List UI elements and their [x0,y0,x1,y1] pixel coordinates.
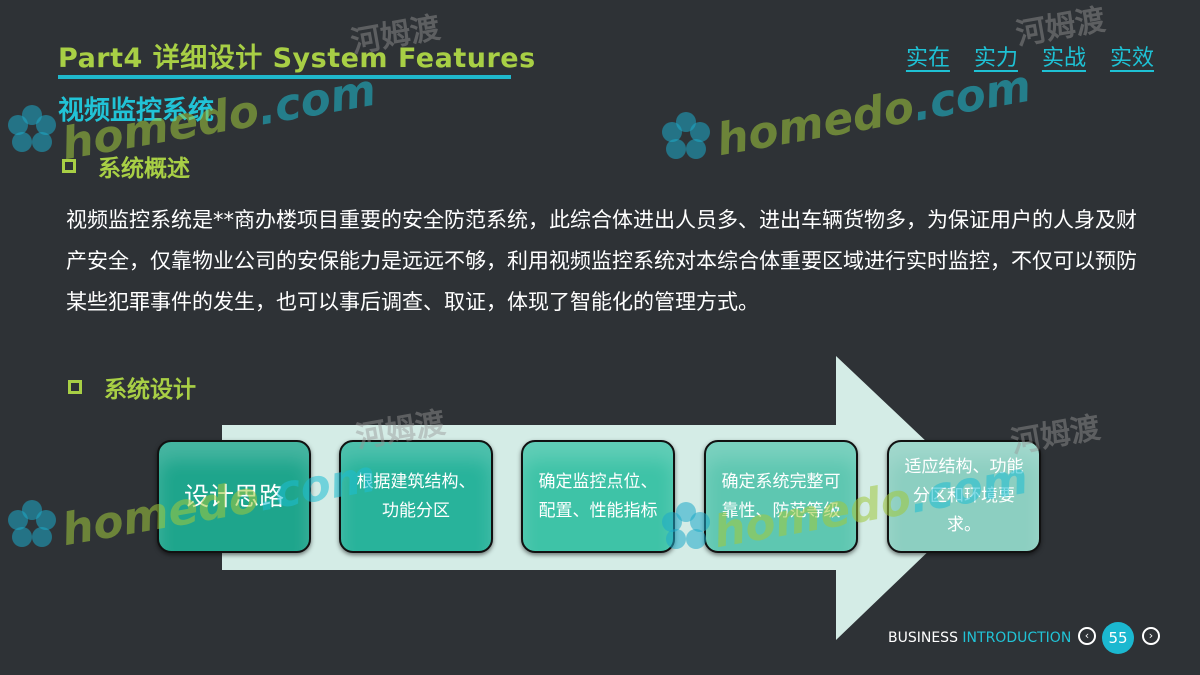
square-bullet-icon [68,380,82,394]
process-step-box: 适应结构、功能分区和环境要求。 [887,440,1041,553]
process-step-box: 设计思路 [157,440,311,553]
page-title: 视频监控系统 [58,96,215,126]
process-step-box: 确定系统完整可靠性、防范等级 [704,440,858,553]
page-number: 55 [1102,622,1134,654]
section-heading-label: 系统设计 [104,377,196,403]
section-heading-label: 系统概述 [98,156,190,182]
title-underline [58,75,511,79]
overview-paragraph: 视频监控系统是**商办楼项目重要的安全防范系统，此综合体进出人员多、进出车辆货物… [66,208,1137,314]
chevron-right-icon[interactable]: › [1142,627,1160,645]
tagline-item[interactable]: 实效 [1109,46,1154,71]
tagline-item[interactable]: 实战 [1041,46,1086,71]
process-step-box: 确定监控点位、配置、性能指标 [521,440,675,553]
part-title: Part4 详细设计 System Features [58,43,536,74]
tagline-item[interactable]: 实力 [973,46,1018,71]
tagline-item[interactable]: 实在 [905,46,950,71]
chevron-left-icon[interactable]: ‹ [1078,627,1096,645]
tagline: 实在 实力 实战 实效 [906,40,1154,72]
section-heading-design: 系统设计 [68,370,196,404]
square-bullet-icon [62,159,76,173]
footer-introduction: INTRODUCTION [962,630,1072,646]
footer-label: BUSINESS INTRODUCTION [888,630,1071,646]
footer-business: BUSINESS [888,630,958,646]
section-heading-overview: 系统概述 [62,149,190,183]
process-step-box: 根据建筑结构、功能分区 [339,440,493,553]
